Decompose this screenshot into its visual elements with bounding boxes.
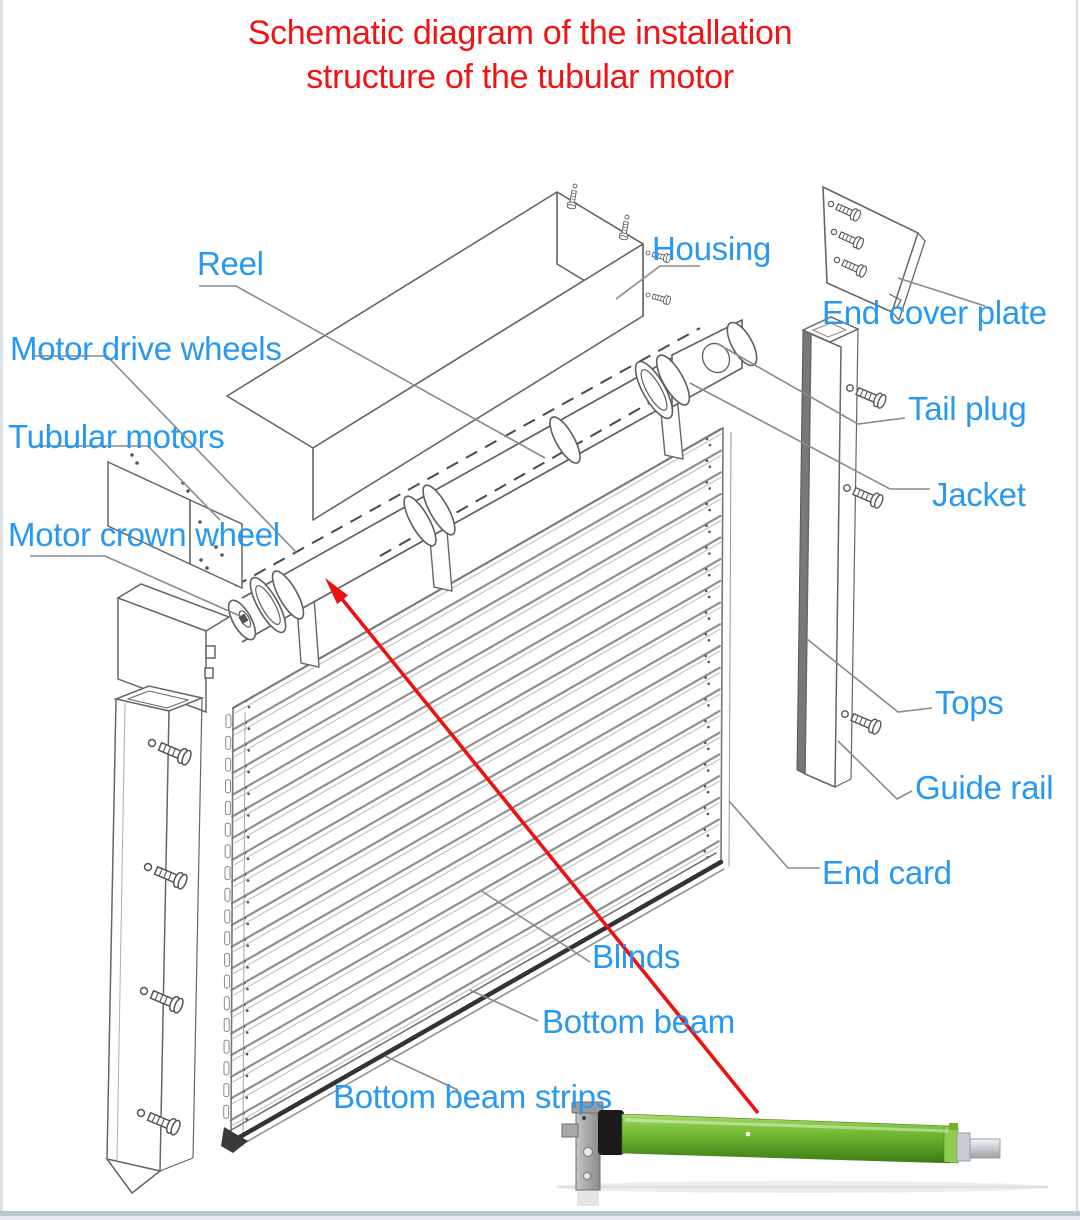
label-tops: Tops (935, 684, 1004, 721)
label-tubular-motors: Tubular motors (8, 418, 225, 455)
right-border (1076, 0, 1078, 1212)
label-bottom-beam: Bottom beam (542, 1003, 735, 1040)
motor-output-shaft (969, 1138, 1001, 1159)
label-housing: Housing (652, 230, 771, 267)
motor-head-ring (598, 1110, 624, 1155)
label-jacket: Jacket (932, 476, 1026, 513)
leader-jacket (689, 382, 930, 490)
drive-and-crown-rings (249, 354, 691, 634)
left-end-cover-box (116, 583, 231, 714)
title-line-2: structure of the tubular motor (306, 57, 734, 96)
leader-end-cover-plate (897, 277, 986, 307)
left-guide-rail (105, 685, 205, 1195)
housing-box (226, 191, 644, 521)
bracket-ear (561, 1123, 579, 1138)
bracket-reflection (577, 1190, 599, 1206)
title-line-1: Schematic diagram of the installation (247, 14, 793, 52)
leader-lines (30, 265, 986, 1091)
hidden-motor-dashed-line (234, 327, 701, 587)
leader-tubular-motors (35, 445, 221, 521)
leader-motor-drive-wheels (33, 355, 297, 553)
bottom-border-light (0, 1216, 1080, 1220)
label-end-card: End card (822, 854, 952, 891)
left-border (0, 0, 3, 1212)
leader-reel (199, 285, 546, 459)
bottom-beam-end-wedge (221, 1127, 248, 1153)
motor-mounting-bracket (107, 453, 243, 590)
label-motor-crown-wheel: Motor crown wheel (8, 516, 280, 553)
label-motor-drive-wheels: Motor drive wheels (10, 330, 282, 367)
mounting-screws (136, 183, 887, 1136)
label-tail-plug: Tail plug (908, 390, 1027, 427)
leader-tops (806, 638, 933, 713)
leader-tail-plug (717, 343, 906, 425)
label-bottom-beam-strips: Bottom beam strips (333, 1078, 612, 1115)
curtain-left-edge (230, 707, 234, 1143)
leader-guide-rail (837, 740, 913, 800)
leader-housing (615, 265, 700, 300)
bottom-beam-bar (228, 859, 724, 1145)
leader-bottom-beam-strips (384, 1055, 459, 1091)
label-reel: Reel (197, 245, 264, 282)
label-end-cover-plate: End cover plate (822, 294, 1047, 331)
motor-green-tube (621, 1113, 951, 1164)
blinds-curtain (221, 427, 732, 1153)
end-cover-plate-part (822, 185, 926, 322)
tail-plug-stub (671, 318, 758, 409)
red-pointer-arrow (325, 578, 760, 1115)
page-title: Schematic diagram of the installation st… (150, 12, 890, 99)
motor-shaft-collar (956, 1132, 971, 1162)
leader-end-card (728, 800, 820, 869)
leader-bottom-beam (469, 989, 539, 1022)
bottom-border (0, 1211, 1080, 1216)
reel-tube (227, 318, 758, 643)
leader-blinds (479, 889, 591, 963)
tubular-motor-photo (555, 1101, 1048, 1206)
leader-motor-crown-wheel (30, 555, 241, 617)
curtain-right-edge-end-card (720, 427, 724, 863)
label-guide-rail: Guide rail (915, 769, 1054, 806)
right-guide-rail (796, 316, 860, 789)
bottom-beam-strip-bar (233, 868, 725, 1150)
label-blinds: Blinds (592, 938, 681, 975)
